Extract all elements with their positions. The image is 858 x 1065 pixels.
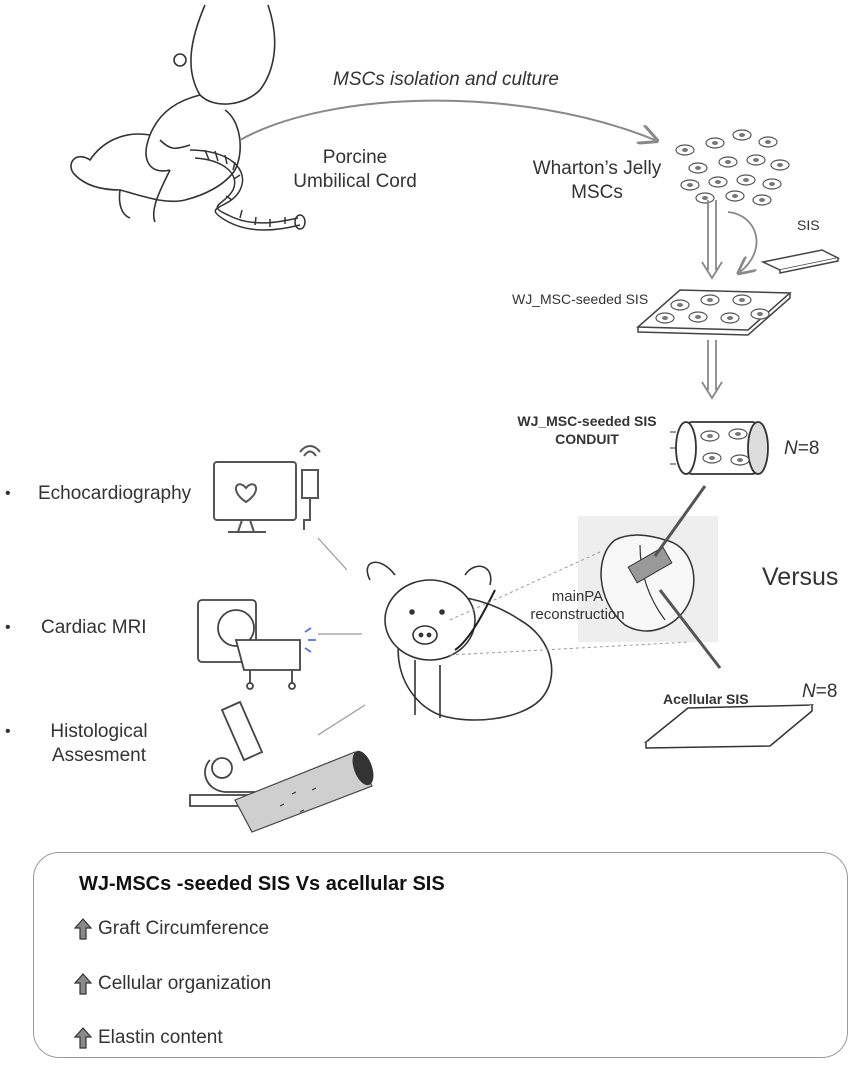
assessment-histology-line2: Assesment (52, 745, 146, 766)
finding-graft-circumference: Graft Circumference (74, 918, 269, 940)
isolation-label: MSCs isolation and culture (333, 69, 559, 90)
acellular-sis-label: Acellular SIS (663, 691, 749, 707)
assessment-histology-line1: Histological (50, 721, 148, 742)
sis-sheet (760, 249, 841, 274)
bullet-echo: • (5, 485, 11, 502)
cells-label-line1: Wharton’s Jelly (532, 158, 662, 179)
acellular-n-count: N=8 (802, 680, 837, 704)
assessment-connectors (317, 537, 366, 736)
assessment-echo-label: Echocardiography (38, 483, 192, 504)
conduit-label-line2: CONDUIT (555, 431, 619, 447)
wharton-jelly-cells-cluster (675, 129, 790, 206)
piglet-illustration (366, 561, 553, 721)
umbilical-cord-illustration (189, 149, 306, 231)
cells-label-line2: MSCs (571, 182, 623, 203)
isolation-arrow (239, 99, 655, 140)
graft-tube-icon (234, 750, 374, 833)
acellular-sis-sheet (643, 704, 815, 749)
finding-elastin-content: Elastin content (74, 1027, 223, 1049)
harness-line (454, 589, 496, 651)
mri-scanner-icon (197, 599, 316, 690)
up-arrow-icon (74, 973, 92, 995)
up-arrow-icon (74, 1027, 92, 1049)
conduit-n-value: =8 (797, 438, 820, 459)
finding-cellular-organization: Cellular organization (74, 973, 271, 995)
conduit-n-count: N=8 (784, 437, 819, 461)
up-arrow-icon (74, 918, 92, 940)
echocardiography-monitor-icon (213, 445, 321, 533)
bullet-mri: • (5, 619, 11, 636)
summary-box: WJ-MSCs -seeded SIS Vs acellular SIS Gra… (33, 852, 848, 1058)
seeded-sis-conduit (670, 421, 769, 475)
summary-title: WJ-MSCs -seeded SIS Vs acellular SIS (79, 873, 445, 895)
procedure-label-line1: mainPA (551, 588, 604, 605)
conduit-label-line1: WJ_MSC-seeded SIS (517, 413, 657, 429)
acellular-n-symbol: N (802, 681, 816, 702)
versus-label: Versus (762, 563, 839, 591)
procedure-label: mainPA reconstruction (520, 588, 635, 624)
assessment-histology-label: Histological Assesment (34, 720, 164, 768)
finding-text: Cellular organization (98, 973, 272, 994)
finding-text: Graft Circumference (98, 918, 270, 939)
seeded-sis-label: WJ_MSC-seeded SIS (512, 291, 649, 307)
conduit-label: WJ_MSC-seeded SIS CONDUIT (502, 412, 672, 448)
bullet-histology: • (5, 723, 11, 740)
seeded-sis-sheet (636, 289, 792, 336)
source-label-line2: Umbilical Cord (293, 171, 417, 192)
porcine-umbilical-cord-label: Porcine Umbilical Cord (280, 146, 430, 194)
source-label-line1: Porcine (322, 147, 388, 168)
heart-pa-reconstruction (578, 485, 722, 669)
conduit-n-symbol: N (784, 438, 798, 459)
assessment-mri-label: Cardiac MRI (41, 617, 147, 638)
acellular-n-value: =8 (815, 681, 838, 702)
procedure-label-line2: reconstruction (530, 606, 625, 623)
dotted-connector-bottom (449, 641, 691, 656)
hand-holding-piglet-illustration (70, 4, 276, 223)
seeding-arrows (701, 200, 758, 400)
sis-label: SIS (797, 217, 820, 233)
wharton-jelly-msc-label: Wharton’s Jelly MSCs (522, 157, 672, 205)
finding-text: Elastin content (98, 1027, 223, 1048)
